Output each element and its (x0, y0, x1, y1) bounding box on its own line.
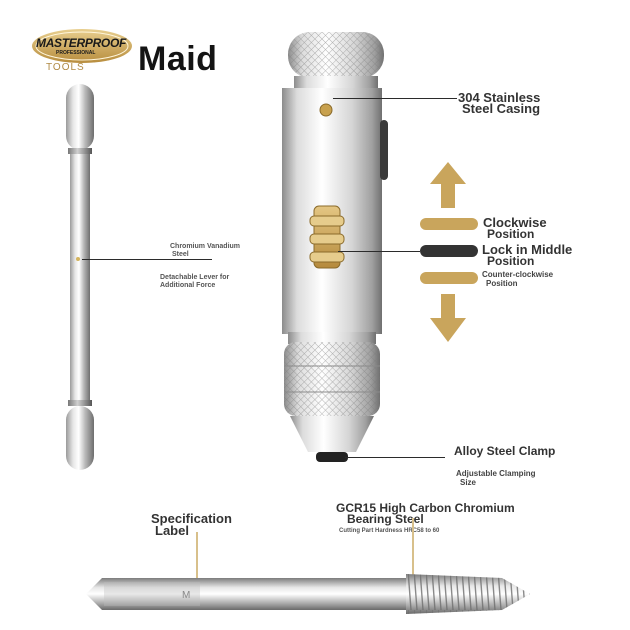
gcr-label-1: GCR15 High Carbon Chromium (336, 501, 515, 515)
ccw-label-2: Position (486, 279, 518, 288)
clamp-desc-1: Adjustable Clamping (456, 469, 536, 478)
clamp-label: Alloy Steel Clamp (454, 444, 556, 458)
spec-label-2: Label (155, 523, 189, 538)
tap-bit: M (84, 570, 534, 618)
lock-bar (420, 245, 478, 257)
svg-text:M: M (182, 590, 190, 601)
clockwise-label-1: Clockwise (483, 215, 547, 230)
gcr-label-2: Bearing Steel (347, 512, 424, 526)
brand-logo-top: MASTERPROOF (36, 36, 127, 50)
casing-label-2: Steel Casing (462, 101, 541, 116)
lever-material-label-1: Chromium Vanadium (170, 243, 241, 250)
brand-logo (30, 26, 140, 76)
arrow-down-icon (428, 292, 468, 344)
clockwise-bar (420, 218, 478, 230)
lever-desc-label-1: Detachable Lever for (160, 274, 230, 281)
lever-rod (62, 82, 98, 474)
hardness-label: Cutting Part Hardness HRC58 to 60 (339, 528, 440, 534)
ccw-label-1: Counter-clockwise (482, 270, 554, 279)
clamp-leader-line (345, 457, 445, 458)
spec-label-1: Specification (151, 511, 232, 526)
lock-label-2: Position (487, 254, 535, 268)
lever-material-label-2: Steel (172, 251, 189, 258)
lever-leader-line (82, 259, 212, 260)
arrow-up-icon (428, 160, 468, 210)
brand-name: Maid (138, 40, 218, 78)
switch-leader-line (338, 251, 420, 252)
lever-marker-dot (76, 257, 80, 261)
gcr-leader-line (412, 518, 414, 580)
clamp-desc-2: Size (460, 478, 477, 487)
casing-leader-line (333, 98, 457, 99)
lever-desc-label-2: Additional Force (160, 282, 216, 289)
spec-leader-line (196, 532, 198, 580)
tap-wrench-handle (276, 28, 398, 468)
lock-label-1: Lock in Middle (482, 242, 573, 257)
brand-logo-sub: PROFESSIONAL (56, 50, 96, 56)
counter-clockwise-bar (420, 272, 478, 284)
clockwise-label-2: Position (487, 227, 535, 241)
casing-label-1: 304 Stainless (458, 90, 541, 105)
brand-logo-bottom: TOOLS (46, 62, 85, 73)
